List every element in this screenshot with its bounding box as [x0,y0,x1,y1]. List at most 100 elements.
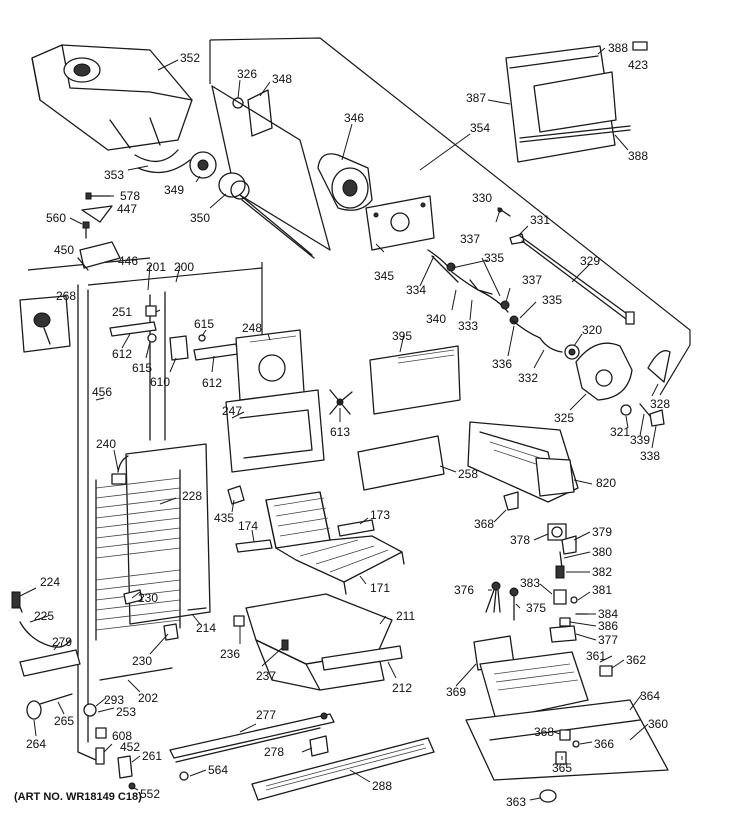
label-253: 253 [116,705,136,719]
label-820: 820 [596,476,616,490]
clip-236 [233,615,245,627]
clip-368 [503,491,519,511]
rod-329 [519,235,635,325]
label-456: 456 [92,385,112,399]
label-230-upper: 230 [138,591,158,605]
cover-214 [187,607,207,611]
cover-258 [357,435,445,491]
label-258: 258 [458,467,478,481]
label-362: 362 [626,653,646,667]
label-560: 560 [46,211,66,225]
label-171: 171 [370,581,390,595]
screw-615-left [147,333,157,343]
label-325: 325 [554,411,574,425]
label-446: 446 [118,254,138,268]
clip-435 [227,485,245,505]
label-612-right: 612 [202,376,222,390]
label-447: 447 [117,202,137,216]
label-348: 348 [272,72,292,86]
rail-202 [99,667,173,681]
plunger-382 [555,565,565,579]
screw-564 [179,771,189,781]
label-375: 375 [526,601,546,615]
clip-612-left [109,321,157,337]
label-333: 333 [458,319,478,333]
label-321: 321 [610,425,630,439]
clip-386 [559,617,571,627]
label-361: 361 [586,649,606,663]
lever-383 [553,589,567,605]
label-279: 279 [52,635,72,649]
label-612-left: 612 [112,347,132,361]
label-331: 331 [530,213,550,227]
label-388-bottom: 388 [628,149,648,163]
label-450: 450 [54,243,74,257]
label-350: 350 [190,211,210,225]
label-352: 352 [180,51,200,65]
label-388-top: 388 [608,41,628,55]
label-251: 251 [112,305,132,319]
feeler-arm-353 [137,159,191,174]
label-368-mid: 368 [474,517,494,531]
label-608: 608 [112,729,132,743]
label-435: 435 [214,511,234,525]
label-578: 578 [120,189,140,203]
screw-560 [82,221,90,239]
label-277: 277 [256,708,276,722]
label-380: 380 [592,545,612,559]
label-211: 211 [396,609,415,623]
bracket-377 [549,625,577,643]
screw-366 [572,740,580,748]
label-395: 395 [392,329,412,343]
clip-612-right [193,343,239,361]
screw-330 [497,207,511,217]
bracket-278 [309,735,329,757]
clip-362 [599,665,613,677]
label-379: 379 [592,525,612,539]
label-353: 353 [104,168,124,182]
label-320: 320 [582,323,602,337]
label-265: 265 [54,714,74,728]
motor-mount-345 [365,195,435,251]
label-363: 363 [506,795,526,809]
solenoid-378 [547,523,567,541]
label-336: 336 [492,357,512,371]
label-610: 610 [150,375,170,389]
wire-harness [427,249,563,353]
label-335-top: 335 [484,251,504,265]
solenoid-320 [564,344,580,360]
spring-261 [117,755,133,779]
rail-174 [235,539,273,553]
cap-363 [539,789,557,803]
label-386: 386 [598,619,618,633]
label-247: 247 [222,404,242,418]
light-socket-268 [19,295,71,353]
label-376: 376 [454,583,474,597]
bracket-379 [561,535,577,555]
label-337-top: 337 [460,232,480,246]
screw-578 [85,192,111,200]
label-345: 345 [374,269,394,283]
label-202: 202 [138,691,158,705]
housing-361 [479,651,589,721]
spring-380 [559,551,563,569]
washer-381 [570,596,578,604]
door-cover-388 [519,71,631,143]
thermostat-240 [111,455,129,485]
label-173: 173 [370,508,390,522]
label-354: 354 [470,121,490,135]
label-248: 248 [242,321,262,335]
drive-gear-349 [189,151,217,179]
clip-331 [509,233,525,245]
light-switch-610 [169,335,189,361]
crusher-housing-325 [575,342,633,401]
label-236: 236 [220,647,240,661]
part-labels: 352 326 348 346 388 423 387 354 388 353 … [26,41,670,809]
label-261: 261 [142,749,162,763]
label-377: 377 [598,633,618,647]
label-366: 366 [594,737,614,751]
label-381: 381 [592,583,612,597]
label-423: 423 [628,58,648,72]
